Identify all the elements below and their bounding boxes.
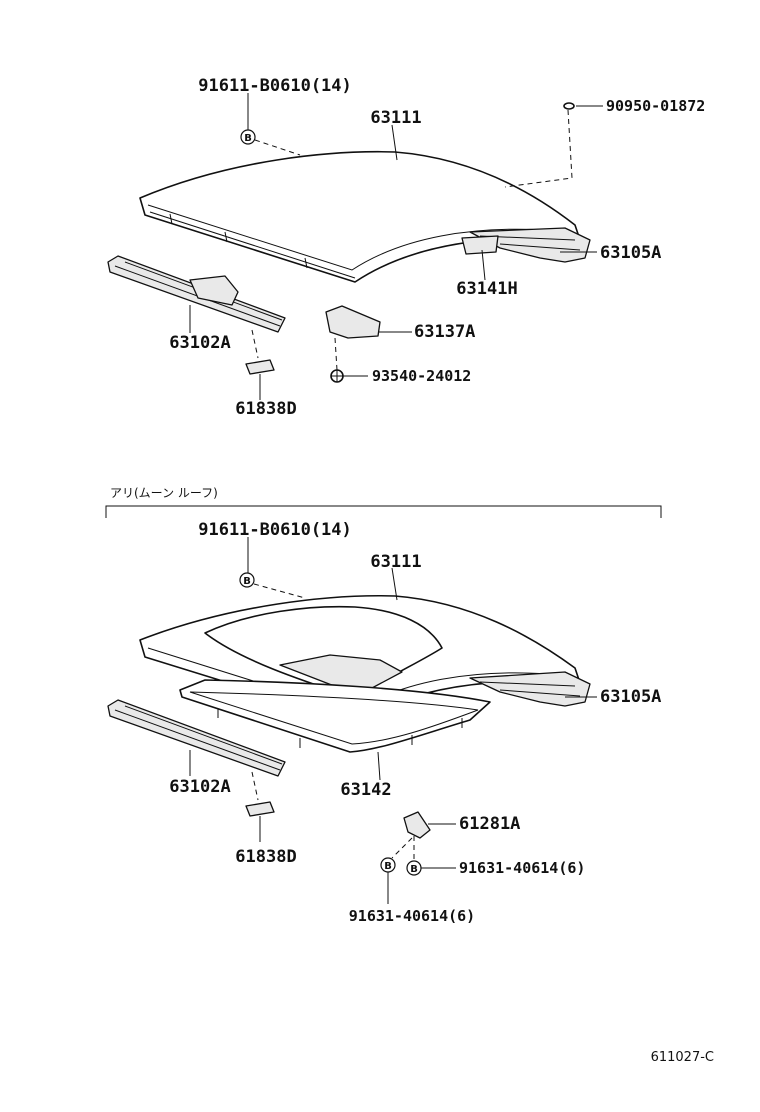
label-roof-panel-top: 63111 — [370, 108, 421, 128]
label-front-rail-top: 63102A — [169, 333, 230, 353]
bottom-assembly: アリ(ムーン ルーフ) — [105, 486, 662, 925]
diagram-reference: 611027-C — [651, 1050, 714, 1065]
label-bolt-bottom: 91631-40614(6) — [349, 907, 475, 925]
label-pad-bottom: 61838D — [235, 847, 296, 867]
svg-text:B: B — [410, 864, 418, 875]
svg-text:B: B — [244, 133, 252, 144]
label-screw: 93540-24012 — [372, 367, 471, 385]
bracket-bottom — [403, 811, 431, 839]
screw-icon — [330, 369, 344, 383]
svg-text:B: B — [384, 861, 392, 872]
label-front-rail-bottom: 63102A — [169, 777, 230, 797]
label-rear-rail-bottom: 63105A — [600, 687, 661, 707]
label-plug: 90950-01872 — [606, 97, 705, 115]
bolt-b-badge-right: B — [406, 860, 422, 876]
label-bolt-right: 91631-40614(6) — [459, 859, 585, 877]
section-bracket — [105, 505, 662, 518]
label-roof-panel-bottom: 63111 — [370, 552, 421, 572]
bracket-top — [325, 305, 381, 339]
roof-panel-top — [139, 150, 581, 283]
label-frame: 63142 — [340, 780, 391, 800]
bolt-b-badge-bottom: B — [380, 857, 396, 873]
pad-top — [245, 359, 275, 375]
svg-text:B: B — [243, 576, 251, 587]
label-reinforcement-h: 63141H — [456, 279, 517, 299]
frame-bottom — [179, 679, 491, 753]
pad-bottom — [245, 801, 275, 817]
label-rear-rail-top: 63105A — [600, 243, 661, 263]
clip-b-badge-top: B — [240, 129, 256, 145]
label-bracket-bottom: 61281A — [459, 814, 520, 834]
top-assembly: B 91611-B0610(14) 63111 90950-01872 6310… — [107, 76, 705, 419]
clip-b-badge-bottom: B — [239, 572, 255, 588]
label-clip-b0610-bottom: 91611-B0610(14) — [198, 520, 352, 540]
rear-rail-bottom — [469, 671, 591, 707]
section-note: アリ(ムーン ルーフ) — [110, 486, 218, 500]
label-clip-b0610-top: 91611-B0610(14) — [198, 76, 352, 96]
front-rail-bottom — [107, 699, 286, 777]
label-pad-top: 61838D — [235, 399, 296, 419]
plug-icon — [563, 102, 575, 110]
label-bracket-top: 63137A — [414, 322, 475, 342]
front-rail-top — [107, 255, 286, 333]
reinforcement-top — [461, 235, 499, 255]
